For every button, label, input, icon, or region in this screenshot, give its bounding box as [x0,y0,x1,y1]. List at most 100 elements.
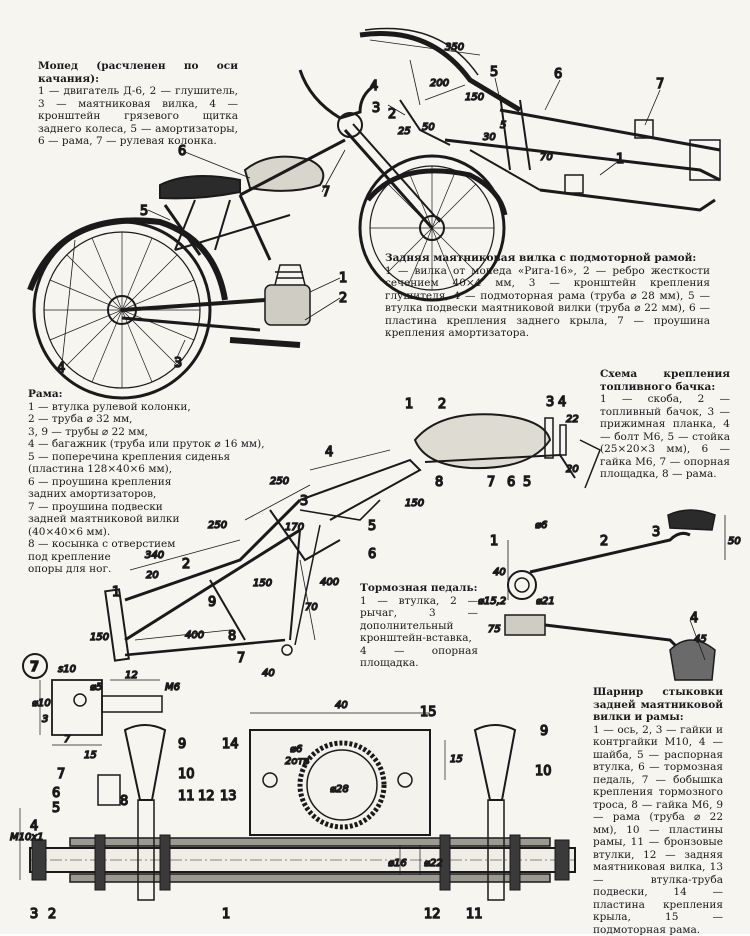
hinge-label: 15 [420,705,437,720]
pedal-dimension: ⌀6 [535,520,547,531]
tank-label: 7 [487,475,495,490]
caption-moped: Мопед (расчленен по оси качания): 1 — дв… [38,60,238,148]
detail-7-dimension: 3 [42,714,48,725]
hinge-dimension: 15 [450,754,463,765]
caption-tank: Схема крепления топливного бачка: 1 — ск… [600,368,730,481]
pedal-dimension: ⌀21 [536,596,555,607]
caption-frame-line: (40×40×6 мм). [28,526,268,539]
pedal-label: 4 [690,611,698,626]
tank-label: 3 [546,395,554,410]
fork-label: 6 [554,67,562,82]
caption-hinge-text: 1 — ось, 2, 3 — гайки и контргайки М10, … [593,724,723,936]
caption-tank-text: 1 — скоба, 2 — топливный бачок, 3 — приж… [600,393,730,481]
pedal-dimension: 40 [493,567,506,578]
caption-frame-line: 6 — проушина крепления [28,476,268,489]
pedal-dimension: 50 [728,536,741,547]
pedal-label: 1 [490,534,498,549]
tank-dimension: 20 [566,464,579,475]
tank-label: 2 [438,397,446,412]
fork-label: 3 [372,101,380,116]
frame-dimension: 250 [270,476,289,487]
hinge-label: 9 [540,724,548,739]
fork-dimension: 70 [540,152,553,163]
hinge-label: 10 [535,764,552,779]
frame-label: 5 [368,519,376,534]
hinge-label: 3 [30,907,38,922]
frame-label: 9 [208,595,216,610]
moped-label: 1 [339,271,347,286]
tank-label: 8 [435,475,443,490]
moped-label: 7 [322,185,330,200]
frame-dimension: 150 [405,498,424,509]
hinge-dimension: 2отв [285,756,309,767]
caption-fork-text: 1 — вилка от мопеда «Рига-16», 2 — ребро… [385,265,710,340]
caption-fork: Задняя маятниковая вилка с подмоторной р… [385,252,710,340]
tank-dimension: 22 [566,414,579,425]
caption-frame-line: 2 — труба ⌀ 32 мм, [28,413,268,426]
caption-hinge-title: Шарнир стыковки задней маятниковой вилки… [593,686,723,724]
frame-label: 8 [228,629,236,644]
hinge-dimension: 40 [335,700,348,711]
hinge-label: 1 [222,907,230,922]
tank-label: 1 [405,397,413,412]
tank-label: 6 [507,475,515,490]
detail-7-dimension: 12 [125,670,138,681]
hinge-label: 2 [48,907,56,922]
hinge-label: 8 [120,794,128,809]
moped-label: 4 [57,361,65,376]
detail-7-dimension: ⌀5 [90,682,102,693]
fork-label: 1 [616,152,624,167]
hinge-dimension: ⌀22 [424,858,443,869]
caption-frame-line: 8 — косынка с отверстием [28,538,268,551]
caption-frame-line: опоры для ног. [28,563,268,576]
hinge-label: 12 [424,907,441,922]
frame-dimension: 400 [320,577,339,588]
caption-frame-line: под крепление [28,551,268,564]
hinge-label: 7 [57,767,65,782]
caption-fork-title: Задняя маятниковая вилка с подмоторной р… [385,252,710,265]
moped-label: 5 [140,204,148,219]
caption-frame-line: задней маятниковой вилки [28,513,268,526]
caption-frame: Рама: 1 — втулка рулевой колонки, 2 — тр… [28,388,268,576]
fork-dimension: 350 [445,42,464,53]
caption-frame-title: Рама: [28,388,268,401]
caption-hinge: Шарнир стыковки задней маятниковой вилки… [593,686,723,936]
fork-dimension: 5 [500,120,506,131]
moped-label: 3 [174,356,182,371]
fork-dimension: 50 [422,122,435,133]
hinge-label: 12 [198,789,215,804]
hinge-label: 10 [178,767,195,782]
hinge-label: 13 [220,789,237,804]
fork-label: 2 [388,107,396,122]
frame-dimension: 70 [305,602,318,613]
hinge-label: 9 [178,737,186,752]
detail-7-dimension: s10 [58,664,76,675]
frame-label: 3 [300,494,308,509]
fork-label: 7 [656,77,664,92]
detail-7-dimension: ⌀10 [32,698,51,709]
hinge-assembly-drawing [20,713,575,900]
detail-7-dimension: 15 [84,750,97,761]
frame-dimension: 150 [253,578,272,589]
frame-dimension: 400 [185,630,204,641]
caption-moped-title: Мопед (расчленен по оси качания): [38,60,238,85]
hinge-label: 5 [52,801,60,816]
caption-tank-title: Схема крепления топливного бачка: [600,368,730,393]
fork-dimension: 30 [483,132,496,143]
caption-frame-line: 1 — втулка рулевой колонки, [28,401,268,414]
tank-label: 5 [523,475,531,490]
hinge-dimension: ⌀16 [388,858,407,869]
hinge-label: 11 [178,789,195,804]
fork-dimension: 200 [430,78,449,89]
frame-dimension: 170 [285,522,304,533]
caption-frame-line: 4 — багажник (труба или пруток ⌀ 16 мм), [28,438,268,451]
caption-pedal-text: 1 — втулка, 2 — рычаг, 3 — дополнительны… [360,595,478,670]
hinge-dimension: ⌀28 [330,784,349,795]
moped-label: 2 [339,291,347,306]
frame-label: 1 [112,585,120,600]
pedal-dimension: ⌀15,2 [478,596,506,607]
fork-label: 5 [490,65,498,80]
frame-label: 4 [325,445,333,460]
detail-7-dimension: М6 [165,682,180,693]
pedal-dimension: 45 [694,634,707,645]
